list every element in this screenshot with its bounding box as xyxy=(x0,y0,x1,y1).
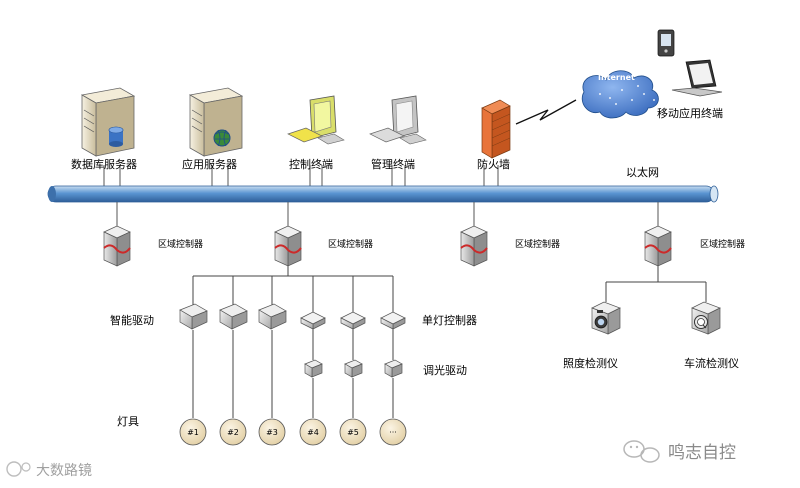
internet-label: Internet xyxy=(598,73,635,82)
firewall-label: 防火墙 xyxy=(477,157,510,171)
lamp-icon: #2 xyxy=(219,418,247,446)
smart-drive-icon xyxy=(179,303,208,330)
smart-drive-label: 智能驱动 xyxy=(110,313,154,327)
lamp-label: #5 xyxy=(347,428,359,437)
detector-tree-lines xyxy=(605,266,707,302)
control-terminal-icon xyxy=(287,95,345,145)
ethernet-bus xyxy=(47,185,719,203)
lamp-label: #4 xyxy=(307,428,319,437)
zone-controller-links xyxy=(116,202,659,226)
single-lamp-controller-icon xyxy=(380,311,406,330)
single-lamp-controller-icon xyxy=(300,311,326,330)
database-server-label: 数据库服务器 xyxy=(71,157,137,171)
mobile-terminal-label: 移动应用终端 xyxy=(657,106,723,120)
management-terminal-label: 管理终端 xyxy=(371,157,415,171)
zone-controller-label-1: 区域控制器 xyxy=(158,238,203,250)
lamp-icon: #4 xyxy=(299,418,327,446)
dimming-drive-label: 调光驱动 xyxy=(423,363,467,377)
zone-controller-icon xyxy=(460,225,488,267)
smart-drive-icon xyxy=(219,303,248,330)
zone-controller-label-2: 区域控制器 xyxy=(328,238,373,250)
watermark-left-logo-icon xyxy=(6,461,31,477)
lamp-icon: #5 xyxy=(339,418,367,446)
lamps-label: 灯具 xyxy=(117,415,139,428)
lamp-label: #1 xyxy=(187,428,199,437)
watermark-right: 鸣志自控 xyxy=(668,443,736,463)
zone-controller-icon xyxy=(644,225,672,267)
lamp-label: #2 xyxy=(227,428,239,437)
internet-cloud-icon xyxy=(581,70,659,119)
traffic-detector-label: 车流检测仪 xyxy=(684,356,739,370)
top-device-links xyxy=(103,165,499,186)
application-server-label: 应用服务器 xyxy=(182,157,237,171)
ethernet-label: 以太网 xyxy=(626,166,659,179)
lighting-tree-lines xyxy=(192,266,394,418)
zone-controller-label-3: 区域控制器 xyxy=(515,238,560,250)
watermark-right-logo-icon xyxy=(623,440,660,463)
illuminance-detector-label: 照度检测仪 xyxy=(563,356,618,370)
single-lamp-controller-label: 单灯控制器 xyxy=(422,313,477,327)
illuminance-detector-icon xyxy=(591,301,621,335)
zone-controller-icon xyxy=(103,225,131,267)
lamp-label: ··· xyxy=(389,428,397,437)
zone-controller-label-4: 区域控制器 xyxy=(700,238,745,250)
zone-controller-icon xyxy=(274,225,302,267)
wireless-link-icon xyxy=(515,99,577,125)
management-terminal-icon xyxy=(369,95,427,145)
laptop-icon xyxy=(671,59,723,97)
lamp-icon: ··· xyxy=(379,418,407,446)
mobile-phone-icon xyxy=(657,29,675,57)
database-server-icon xyxy=(80,87,136,157)
lamp-icon: #3 xyxy=(258,418,286,446)
application-server-icon xyxy=(188,87,244,157)
lamp-icon: #1 xyxy=(179,418,207,446)
lamp-label: #3 xyxy=(266,428,278,437)
dimming-drive-icon xyxy=(344,359,363,378)
watermark-left: 大数路镜 xyxy=(36,463,92,479)
traffic-detector-icon xyxy=(691,301,721,335)
control-terminal-label: 控制终端 xyxy=(289,157,333,171)
single-lamp-controller-icon xyxy=(340,311,366,330)
firewall-icon xyxy=(481,99,511,159)
smart-drive-icon xyxy=(258,303,287,330)
dimming-drive-icon xyxy=(304,359,323,378)
dimming-drive-icon xyxy=(384,359,403,378)
